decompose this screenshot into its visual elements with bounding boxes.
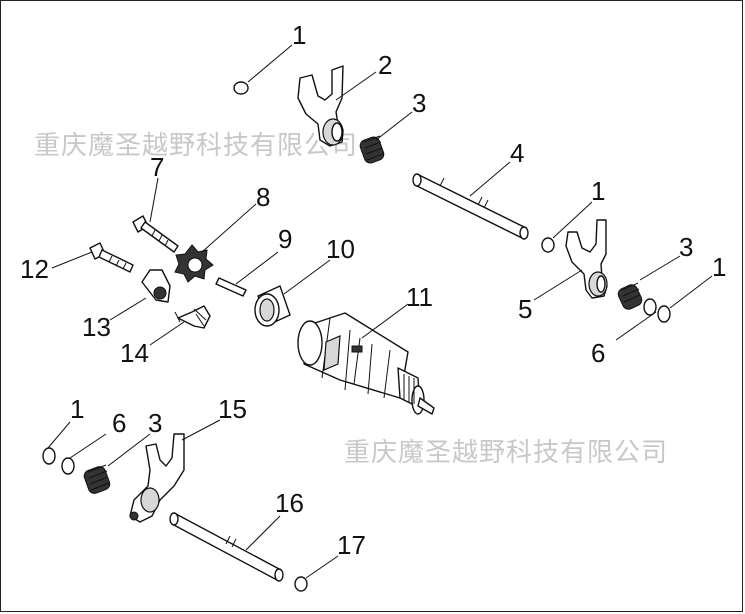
shift-drum-11 [297,312,435,415]
callout-10: 10 [326,234,355,264]
callout-1d: 1 [70,394,84,424]
callout-3a: 3 [412,88,426,118]
stopper-arm-13 [141,269,171,303]
spring-bottom-left [83,464,111,494]
callout-3c: 3 [148,408,162,438]
spring-top [359,135,385,164]
callout-4: 4 [510,138,524,168]
callout-8: 8 [256,182,270,212]
callout-9: 9 [278,224,292,254]
callout-6b: 6 [112,408,126,438]
callout-2: 2 [378,50,392,80]
shaft-16 [169,512,284,582]
callout-13: 13 [82,312,111,342]
callout-1a: 1 [292,20,306,50]
callout-16: 16 [275,488,304,518]
shift-cam-star-8 [174,244,214,283]
washer-right [643,298,657,316]
callout-11: 11 [406,282,433,312]
callout-1c: 1 [712,252,726,282]
leader-lines [47,44,713,579]
pin-9 [215,277,247,297]
callout-12: 12 [20,254,49,284]
washer-bottom-left [61,457,75,475]
shift-fork-top [297,65,344,147]
torsion-spring-14 [174,305,211,329]
callout-14: 14 [120,338,149,368]
bolt-12 [89,242,134,273]
callout-1b: 1 [591,176,605,206]
callout-numbers: 1 2 3 4 1 7 8 9 10 3 1 12 11 5 6 13 14 1… [20,20,726,560]
o-ring-17 [294,576,308,592]
bolt-7 [132,215,179,253]
callout-5: 5 [518,294,532,324]
shift-fork-right [565,219,608,299]
watermark-bottom: 重庆魔圣越野科技有限公司 [344,438,668,468]
callout-15: 15 [218,394,247,424]
spring-right [617,282,643,310]
o-ring-top [233,81,249,95]
callout-17: 17 [337,530,366,560]
o-ring-bottom-left [42,447,56,465]
bushing-10 [254,285,291,327]
shift-fork-bottom [129,433,185,523]
callout-6a: 6 [591,338,605,368]
watermark-top: 重庆魔圣越野科技有限公司 [34,131,358,161]
callout-3b: 3 [679,232,693,262]
shaft-4 [412,173,529,240]
callout-7: 7 [150,152,164,182]
o-ring-right [541,237,555,253]
o-ring-far-right [657,305,671,323]
